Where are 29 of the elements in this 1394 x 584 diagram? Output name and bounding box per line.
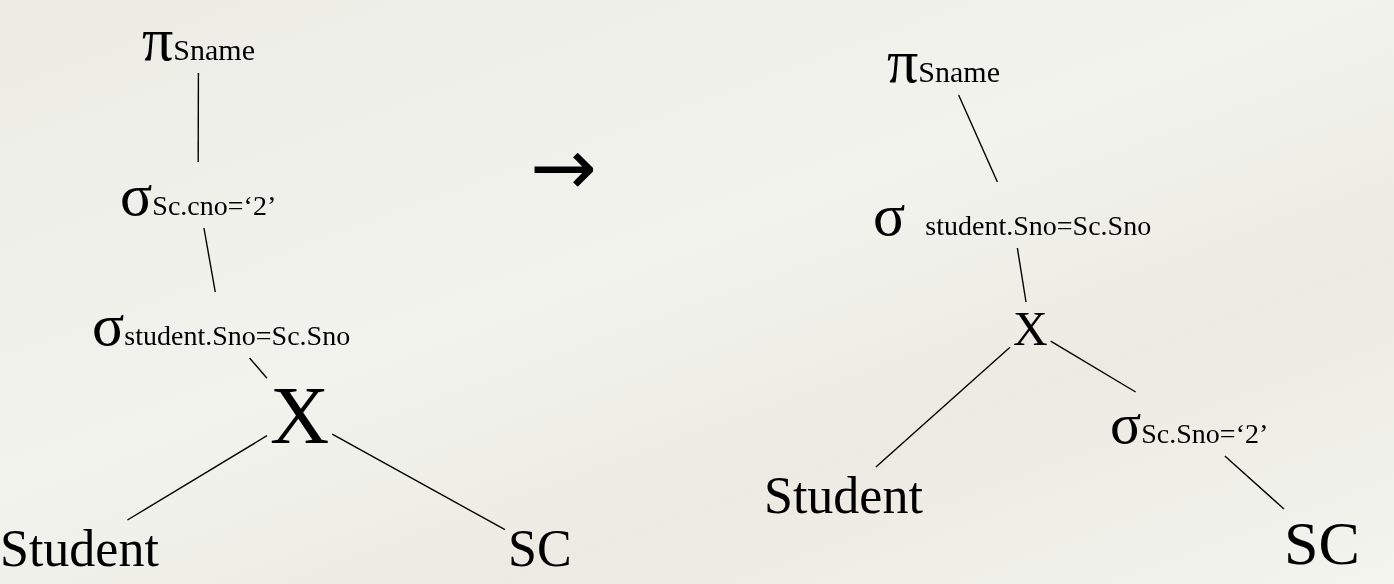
tree-line [126, 435, 268, 521]
tree-line [875, 346, 1011, 468]
tree-line [203, 227, 216, 293]
relation-name: SC [1284, 512, 1360, 574]
operator-symbol: σ [92, 295, 125, 355]
join-operator: X [1013, 305, 1048, 353]
operator-condition: student.Sno=Sc.Sno [925, 212, 1152, 240]
tree-line [1049, 340, 1137, 393]
transform-arrow: → [530, 128, 598, 208]
operator-symbol: π [887, 30, 919, 92]
operator-symbol: σ [1110, 395, 1142, 453]
operator-condition: Sc.Sno=‘2’ [1141, 420, 1269, 448]
tree-line [1016, 247, 1027, 303]
relation-name: Student [0, 523, 159, 575]
operator-symbol: π [142, 8, 174, 70]
operator-condition: Sname [173, 35, 255, 65]
relation-name: SC [508, 523, 572, 575]
tree-line [957, 94, 999, 183]
operator-symbol: σ [873, 185, 906, 245]
operator-condition: student.Sno=Sc.Sno [124, 322, 351, 350]
operator-symbol: σ [120, 165, 153, 225]
tree-line [197, 72, 200, 163]
tree-line [248, 357, 268, 379]
operator-condition: Sname [918, 57, 1000, 87]
relation-name: Student [764, 470, 923, 522]
tree-line [331, 433, 506, 531]
operator-condition: Sc.cno=‘2’ [152, 192, 277, 220]
join-operator: X [270, 375, 330, 457]
tree-line [1224, 455, 1285, 510]
